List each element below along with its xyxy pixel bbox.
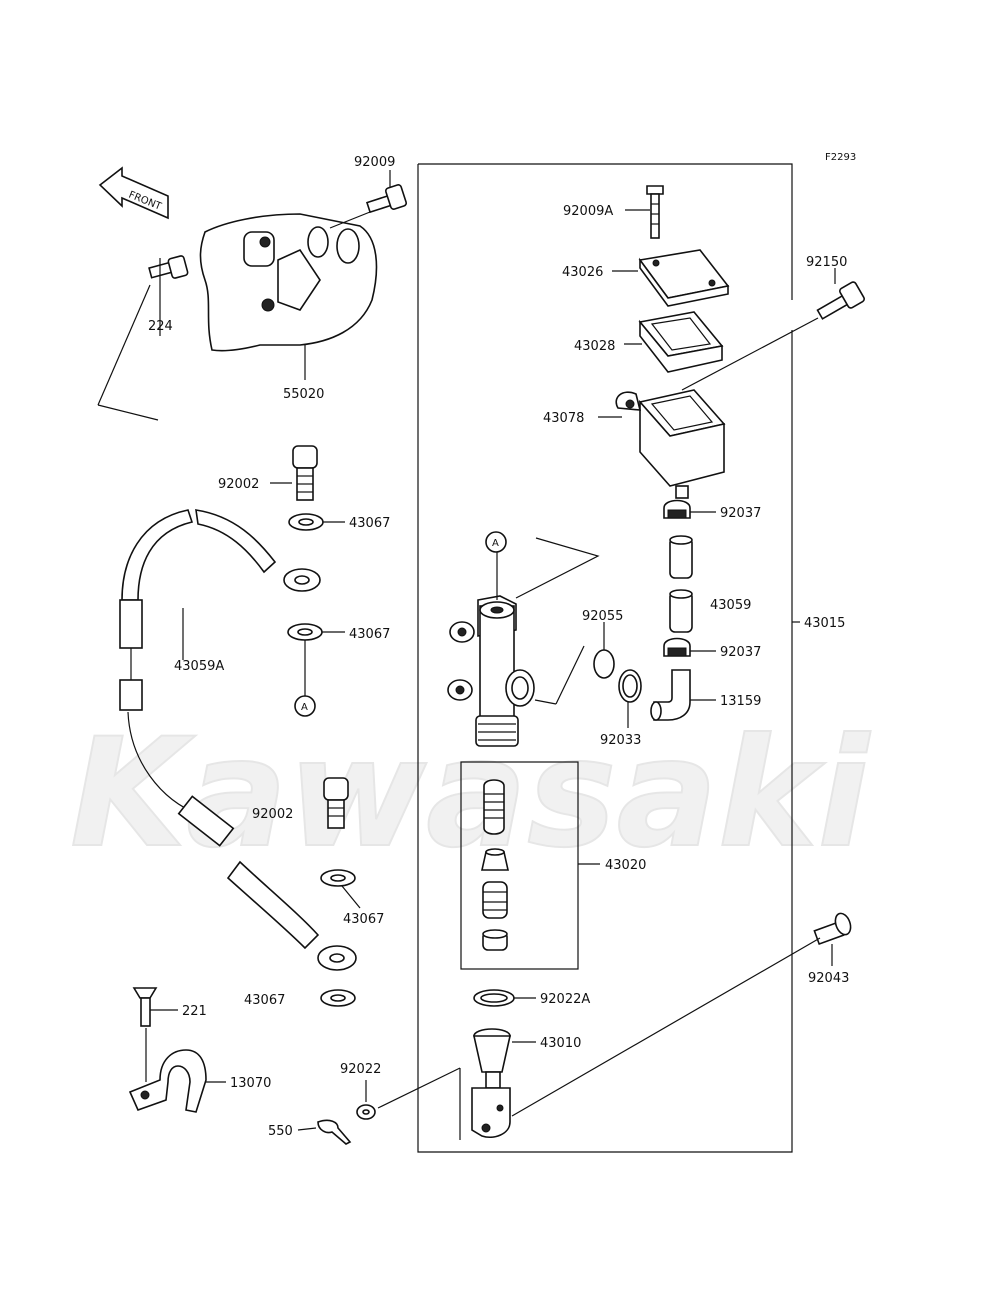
ref-marker-a-right-label: A	[492, 538, 499, 549]
washer-43067-mid	[287, 623, 323, 641]
reservoir-cap-43026	[638, 249, 730, 307]
front-arrow-icon: FRONT	[98, 166, 169, 220]
washer-43067-bottom	[320, 989, 356, 1007]
brake-hose-43059a	[119, 509, 357, 971]
piston-kit-parts	[481, 779, 509, 951]
push-rod-43010	[471, 1028, 511, 1138]
label-43067-lower: 43067	[343, 912, 384, 927]
washer-43067-upper	[288, 513, 324, 531]
diaphragm-43028	[638, 311, 724, 373]
reservoir-hose-43059	[669, 535, 693, 633]
circlip-92022a	[473, 989, 515, 1007]
ref-marker-a-left-label: A	[301, 702, 308, 713]
label-43078: 43078	[543, 411, 584, 426]
label-43026: 43026	[562, 265, 603, 280]
label-92022: 92022	[340, 1062, 381, 1077]
o-ring-92055	[593, 649, 615, 679]
piston-kit-box	[460, 761, 579, 970]
banjo-bolt-92002-upper	[292, 445, 318, 501]
ref-marker-a-left	[294, 695, 316, 717]
label-92002-lower: 92002	[252, 807, 293, 822]
circlip-92033	[618, 669, 642, 703]
label-43020: 43020	[605, 858, 646, 873]
label-92150: 92150	[806, 255, 847, 270]
figure-code: F2293	[825, 152, 856, 163]
label-92037-upper: 92037	[720, 506, 761, 521]
label-43028: 43028	[574, 339, 615, 354]
bolt-224	[148, 255, 189, 279]
guard-55020	[199, 213, 378, 352]
label-43059: 43059	[710, 598, 751, 613]
label-55020: 55020	[283, 387, 324, 402]
elbow-fitting-13159	[650, 669, 691, 721]
label-92043: 92043	[808, 971, 849, 986]
label-43067-mid: 43067	[349, 627, 390, 642]
banjo-bolt-92002-lower	[323, 777, 349, 829]
label-92002-upper: 92002	[218, 477, 259, 492]
label-43067-upper: 43067	[349, 516, 390, 531]
label-43067-bottom: 43067	[244, 993, 285, 1008]
watermark: Kawasaki	[70, 707, 872, 881]
label-92055: 92055	[582, 609, 623, 624]
label-550: 550	[268, 1124, 293, 1139]
label-224: 224	[148, 319, 173, 334]
bolt-92009a	[646, 185, 664, 239]
label-92022a: 92022A	[540, 992, 590, 1007]
label-43015: 43015	[804, 616, 845, 631]
label-13159: 13159	[720, 694, 761, 709]
hose-clip-92037-lower	[663, 637, 691, 657]
label-13070: 13070	[230, 1076, 271, 1091]
bolt-92150	[816, 281, 865, 320]
label-43010: 43010	[540, 1036, 581, 1051]
washer-92022	[356, 1104, 376, 1120]
washer-43067-lower	[320, 869, 356, 887]
clamp-13070	[128, 1049, 207, 1113]
assembly-frame-43015	[417, 163, 800, 1153]
reservoir-43078	[615, 389, 726, 499]
label-92037-lower: 92037	[720, 645, 761, 660]
master-cylinder-body	[447, 595, 535, 747]
bolt-92009	[365, 184, 408, 214]
cotter-pin-550	[317, 1119, 352, 1145]
label-92009: 92009	[354, 155, 395, 170]
clevis-pin-92043	[813, 912, 852, 946]
label-92009a: 92009A	[563, 204, 613, 219]
hose-clip-92037-upper	[663, 499, 691, 519]
screw-221	[132, 987, 158, 1027]
label-92033: 92033	[600, 733, 641, 748]
label-221: 221	[182, 1004, 207, 1019]
ref-marker-a-right	[485, 531, 507, 553]
label-43059a: 43059A	[174, 659, 224, 674]
